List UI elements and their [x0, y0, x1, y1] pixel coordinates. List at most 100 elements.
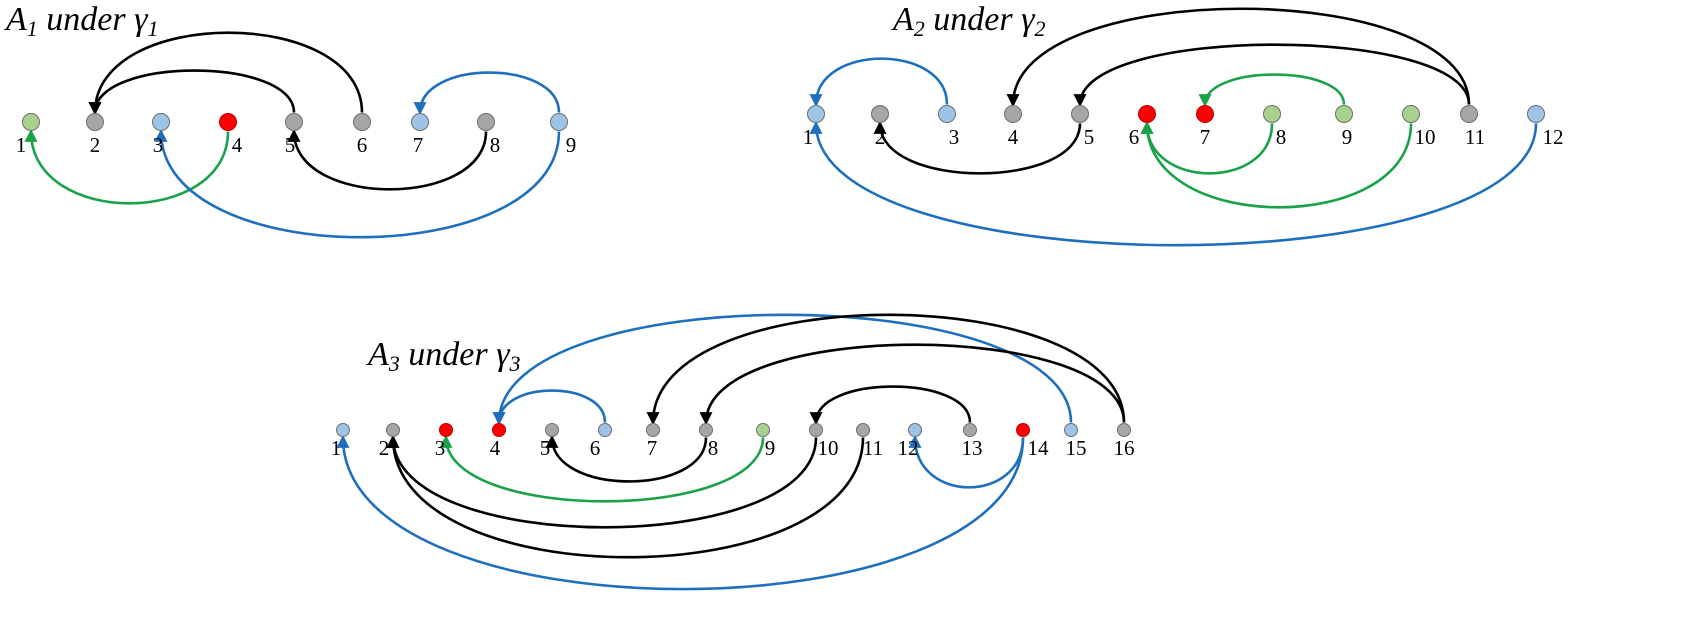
arc-9-to-3 [154, 128, 561, 239]
node-5 [545, 423, 559, 437]
node-label-5: 5 [285, 133, 296, 157]
node-label-1: 1 [16, 133, 27, 157]
arc-5-to-2 [88, 69, 296, 116]
diagram-a2-arcs [809, 7, 1538, 247]
arc-9-to-7 [413, 71, 561, 116]
arc-14-to-1 [336, 434, 1025, 591]
node-10 [809, 423, 823, 437]
node-label-6: 6 [1129, 125, 1140, 149]
node-label-10: 10 [818, 436, 839, 460]
node-label-3: 3 [435, 436, 446, 460]
arc-8-to-5 [545, 434, 708, 483]
node-label-3: 3 [949, 125, 960, 149]
node-label-12: 12 [898, 436, 919, 460]
node-label-8: 8 [1276, 125, 1287, 149]
arc-6-to-4 [492, 389, 607, 426]
node-label-15: 15 [1066, 436, 1087, 460]
node-1 [807, 105, 825, 123]
node-label-11: 11 [863, 436, 883, 460]
node-label-5: 5 [1084, 125, 1095, 149]
node-5 [285, 113, 303, 131]
arc-12-to-1 [809, 120, 1538, 247]
node-4 [1004, 105, 1022, 123]
node-label-2: 2 [379, 436, 390, 460]
node-label-10: 10 [1415, 125, 1436, 149]
node-6 [1138, 105, 1156, 123]
node-3 [152, 113, 170, 131]
node-label-14: 14 [1028, 436, 1050, 460]
arc-10-to-6 [1140, 120, 1413, 209]
arc-8-to-5 [287, 128, 488, 191]
node-label-12: 12 [1543, 125, 1564, 149]
node-2 [871, 105, 889, 123]
node-6 [353, 113, 371, 131]
node-7 [1196, 105, 1214, 123]
node-9 [550, 113, 568, 131]
node-label-16: 16 [1114, 436, 1135, 460]
node-label-7: 7 [413, 133, 424, 157]
arc-16-to-8 [699, 343, 1126, 426]
node-label-6: 6 [357, 133, 368, 157]
arc-4-to-1 [24, 128, 230, 205]
node-label-13: 13 [962, 436, 983, 460]
node-6 [598, 423, 612, 437]
diagram-a3-title: A3 under γ3 [366, 336, 521, 376]
node-9 [756, 423, 770, 437]
node-7 [646, 423, 660, 437]
arc-8-to-6 [1140, 120, 1274, 175]
arc-6-to-2 [88, 31, 364, 116]
node-label-5: 5 [540, 436, 551, 460]
node-16 [1117, 423, 1131, 437]
node-12 [1527, 105, 1545, 123]
arc-9-to-3 [439, 434, 765, 503]
diagram-a1-arcs [24, 31, 561, 239]
node-8 [699, 423, 713, 437]
arc-10-to-2 [386, 434, 818, 529]
node-label-9: 9 [1342, 125, 1353, 149]
node-12 [908, 423, 922, 437]
node-label-7: 7 [647, 436, 658, 460]
node-1 [336, 423, 350, 437]
node-label-3: 3 [153, 133, 164, 157]
node-label-4: 4 [490, 436, 501, 460]
node-label-7: 7 [1200, 125, 1211, 149]
diagram-a2-title: A2 under γ2 [891, 1, 1046, 41]
node-5 [1071, 105, 1089, 123]
node-label-11: 11 [1465, 125, 1485, 149]
node-4 [219, 113, 237, 131]
node-label-8: 8 [490, 133, 501, 157]
node-14 [1016, 423, 1030, 437]
diagram-a3-arcs [336, 313, 1126, 591]
node-15 [1064, 423, 1078, 437]
arc-16-to-7 [646, 313, 1126, 426]
node-label-6: 6 [590, 436, 601, 460]
node-label-2: 2 [90, 133, 101, 157]
arc-11-to-5 [1073, 43, 1471, 108]
node-2 [386, 423, 400, 437]
arc-3-to-1 [809, 57, 949, 108]
arc-11-to-4 [1006, 7, 1471, 108]
arc-14-to-12 [908, 434, 1025, 489]
node-label-2: 2 [875, 125, 886, 149]
node-label-4: 4 [1008, 125, 1019, 149]
node-label-9: 9 [765, 436, 776, 460]
node-7 [411, 113, 429, 131]
arc-11-to-2 [386, 434, 865, 559]
node-13 [963, 423, 977, 437]
node-label-9: 9 [566, 133, 577, 157]
arc-15-to-4 [492, 313, 1073, 426]
node-1 [22, 113, 40, 131]
node-8 [1263, 105, 1281, 123]
diagram-a1-nodes: 1 2 3 4 5 6 7 8 9 [16, 113, 577, 157]
node-4 [492, 423, 506, 437]
node-label-4: 4 [232, 133, 243, 157]
node-label-1: 1 [803, 125, 814, 149]
node-3 [938, 105, 956, 123]
node-8 [477, 113, 495, 131]
